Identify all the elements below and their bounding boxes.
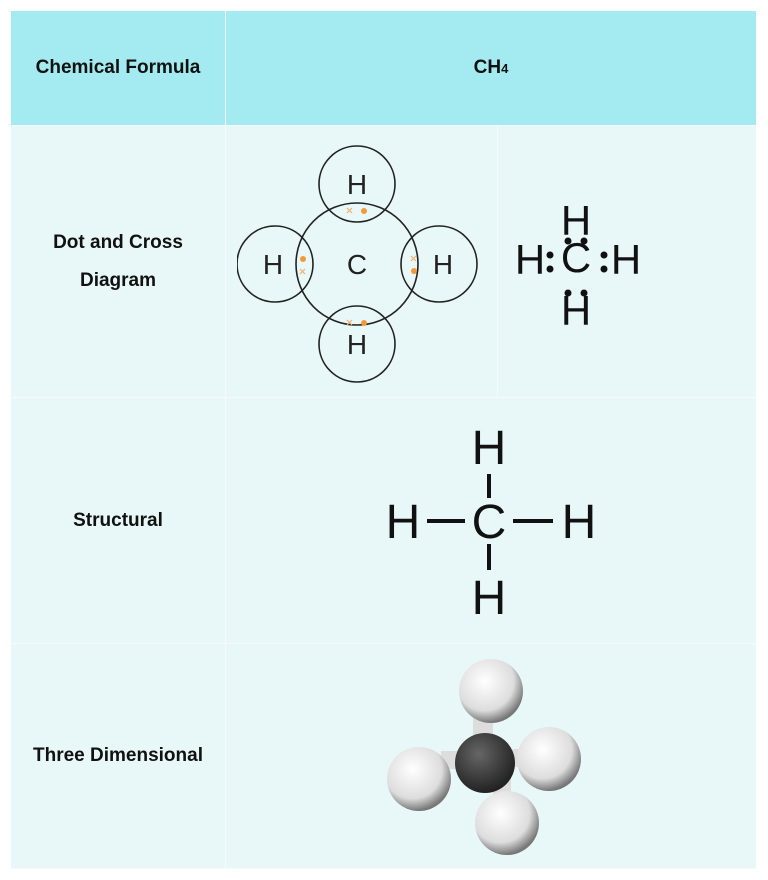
ball-and-stick-model	[226, 644, 756, 868]
formula-main: CH	[473, 57, 502, 78]
row-label: Dot and Cross Diagram	[11, 126, 226, 397]
svg-text:H: H	[561, 197, 591, 244]
row-label: Structural	[11, 398, 226, 643]
svg-text:C: C	[472, 496, 507, 549]
svg-text:H: H	[515, 236, 545, 283]
row-label: Three Dimensional	[11, 644, 226, 868]
svg-text:H: H	[386, 496, 421, 549]
dot-cross-diagram: C H H H H	[226, 126, 498, 397]
dot-cross-icon: C H H H H	[236, 144, 478, 383]
svg-text:H: H	[346, 329, 366, 360]
svg-text:H: H	[611, 236, 641, 283]
svg-text:C: C	[346, 249, 366, 280]
svg-text:H: H	[432, 249, 452, 280]
svg-text:H: H	[472, 422, 507, 475]
svg-text:H: H	[472, 572, 507, 625]
molecule-3d-icon	[387, 659, 581, 855]
formula-subscript: 4	[501, 60, 509, 76]
row-dot-cross: Dot and Cross Diagram C H H H H	[11, 126, 756, 398]
row-three-dimensional: Three Dimensional	[11, 644, 756, 869]
svg-text:H: H	[346, 169, 366, 200]
header-label: Chemical Formula	[11, 11, 226, 125]
svg-text:H: H	[562, 496, 597, 549]
svg-text:H: H	[262, 249, 282, 280]
